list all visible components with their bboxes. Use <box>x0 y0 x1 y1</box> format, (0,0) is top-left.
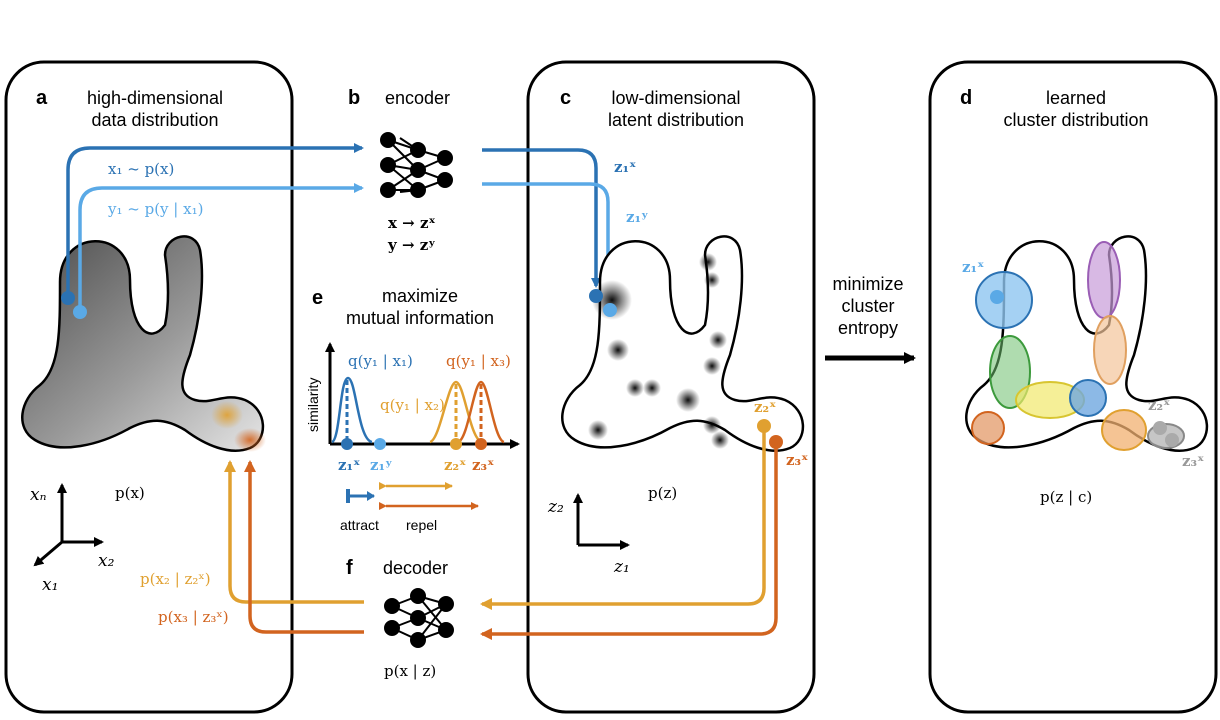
curve-q-y1-x2 <box>429 380 483 444</box>
cluster-z1x-label: z₁ˣ <box>962 258 984 276</box>
sample-x1-dot <box>61 291 75 305</box>
cluster-orange-right <box>1101 409 1147 451</box>
sample-y1-dot <box>73 305 87 319</box>
arrow-y1-to-encoder <box>78 183 364 312</box>
pz-label: p(z) <box>648 484 677 502</box>
cluster-regions <box>971 241 1185 451</box>
axis-z1-label: z₁ <box>613 557 630 577</box>
tick-z3x: z₃ˣ <box>472 456 494 474</box>
panel-d-letter: d <box>960 87 972 109</box>
cluster-purple <box>1087 241 1121 319</box>
sample-x-label: x₁ ~ p(x) <box>108 160 174 178</box>
panel-c-box <box>526 60 816 714</box>
tick-z1y: z₁ʸ <box>370 456 392 474</box>
panel-a-letter: a <box>36 87 48 109</box>
x-axes-icon <box>33 483 104 567</box>
z-axes-icon <box>573 493 630 550</box>
cluster-blue-mid <box>1069 379 1107 417</box>
px2-label: p(x₂ | z₂ˣ) <box>140 570 211 588</box>
tick-z2x: z₂ˣ <box>444 456 466 474</box>
arrow-decoder-to-x3 <box>244 460 364 634</box>
arrow-z3x-to-decoder <box>480 442 778 640</box>
latent-z1y-label: z₁ʸ <box>626 208 648 226</box>
pxz-label: p(x | z) <box>384 662 436 680</box>
panel-a-box <box>4 60 294 714</box>
arrow-encoder-to-z1y <box>482 182 613 302</box>
attract-label: attract <box>340 517 379 533</box>
data-point-x2-glow <box>211 401 243 429</box>
panel-e-title-line1: maximize <box>382 286 458 306</box>
latent-z1x-dot <box>589 289 603 303</box>
latent-z1x-label: z₁ˣ <box>614 158 636 176</box>
latent-z2x-label: z₂ˣ <box>754 398 776 416</box>
panel-a-title-line2: data distribution <box>91 110 218 130</box>
decoder-network-icon <box>384 588 454 648</box>
cluster-z3x-dot <box>1165 433 1179 447</box>
data-point-x3-glow <box>234 428 266 452</box>
q1-label: q(y₁ | x₁) <box>348 352 413 370</box>
panel-e-title-line2: mutual information <box>346 308 494 328</box>
similarity-plot <box>325 342 520 450</box>
panel-f-letter: f <box>346 557 353 579</box>
arrow-decoder-to-x2 <box>224 460 364 604</box>
tick-z1x: z₁ˣ <box>338 456 360 474</box>
cluster-z2x-label: z₂ˣ <box>1148 396 1170 414</box>
panel-b-title: encoder <box>385 88 450 108</box>
cluster-blue-top <box>975 271 1033 329</box>
curve-q-y1-x3 <box>457 380 505 444</box>
panel-d-title-line1: learned <box>1046 88 1106 108</box>
cluster-orange-left <box>971 411 1005 445</box>
encoder-map-y: y → zʸ <box>387 236 436 254</box>
panel-d-title-line2: cluster distribution <box>1003 110 1148 130</box>
axis-x1-label: x₁ <box>42 575 58 595</box>
sample-y-label: y₁ ~ p(y | x₁) <box>107 200 203 218</box>
panel-c-title-line2: latent distribution <box>608 110 744 130</box>
panel-c-letter: c <box>560 87 571 109</box>
entropy-label-line2: cluster <box>841 296 894 316</box>
axis-xn-label: xₙ <box>30 485 47 505</box>
q2-label: q(y₁ | x₂) <box>380 396 445 414</box>
latent-z3x-label: z₃ˣ <box>786 451 808 469</box>
arrow-encoder-to-z1x <box>482 148 601 288</box>
encoder-map-x: x → zˣ <box>388 214 436 232</box>
cluster-peach <box>1093 315 1127 385</box>
panel-c-title-line1: low-dimensional <box>611 88 740 108</box>
panel-d-box <box>928 60 1218 714</box>
q3-label: q(y₁ | x₃) <box>446 352 511 370</box>
axis-z2-label: z₂ <box>547 497 564 517</box>
arrow-x1-to-encoder <box>66 143 364 298</box>
similarity-ylabel: similarity <box>305 378 321 432</box>
pzc-label: p(z | c) <box>1040 488 1092 506</box>
curve-q-y1-x1 <box>331 376 373 444</box>
cluster-z3x-label: z₃ˣ <box>1182 452 1204 470</box>
px-label: p(x) <box>115 484 145 502</box>
latent-distribution-shape <box>561 235 805 452</box>
arrow-z2x-to-decoder <box>480 426 766 610</box>
entropy-label-line3: entropy <box>838 318 898 338</box>
panel-f-title: decoder <box>383 558 448 578</box>
panel-a-title-line1: high-dimensional <box>87 88 223 108</box>
px3-label: p(x₃ | z₃ˣ) <box>158 608 229 626</box>
axis-x2-label: x₂ <box>98 551 115 571</box>
cluster-z1x-dot <box>990 290 1004 304</box>
repel-label: repel <box>406 517 437 533</box>
cluster-green <box>989 335 1031 409</box>
encoder-network-icon <box>380 132 453 198</box>
entropy-label-line1: minimize <box>832 274 903 294</box>
cluster-z2x-dot <box>1153 421 1167 435</box>
latent-z1y-dot <box>603 303 617 317</box>
panel-b-letter: b <box>348 87 360 109</box>
panel-e-letter: e <box>312 287 323 309</box>
latent-density-blobs <box>588 253 729 449</box>
